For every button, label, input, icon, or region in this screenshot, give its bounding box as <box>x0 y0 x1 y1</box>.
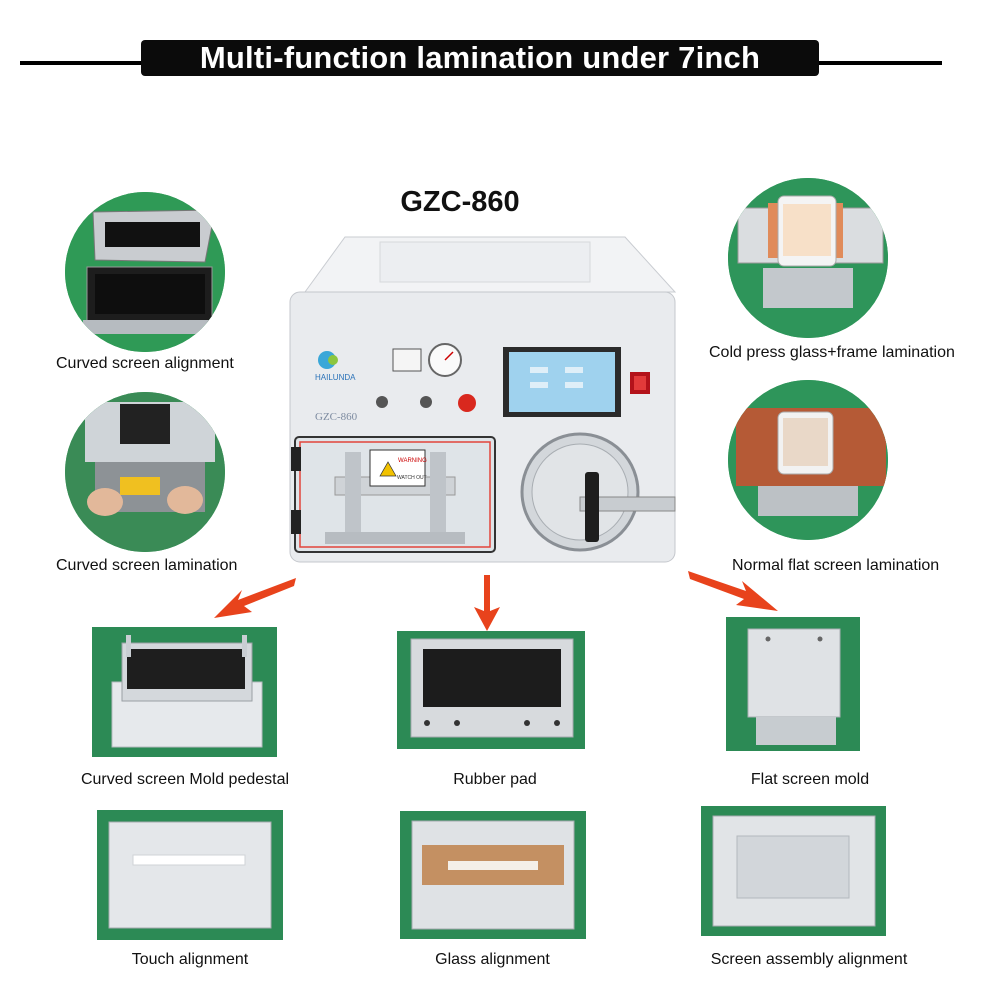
panel-model-text: GZC-860 <box>315 411 358 423</box>
caption-screen-assembly-alignment: Screen assembly alignment <box>710 951 908 968</box>
photo-flat-screen-lamination <box>728 380 888 540</box>
caption-cold-press-lamination: Cold press glass+frame lamination <box>709 344 955 361</box>
warning-label: WARNING <box>398 458 427 464</box>
photo-curved-screen-alignment <box>65 192 225 352</box>
machine-illustration: HAILUNDA GZC-860 WARNING WATCH OUT <box>289 236 677 563</box>
photo-cold-press-lamination <box>728 178 888 338</box>
touch-screen <box>509 352 615 412</box>
caption-touch-alignment: Touch alignment <box>131 951 249 968</box>
photo-curved-screen-lamination <box>65 392 225 552</box>
machine-model-label: GZC-860 <box>400 186 520 218</box>
photo-touch-alignment <box>97 810 283 940</box>
brand-logo-text: HAILUNDA <box>315 373 356 382</box>
header-rule-left <box>20 61 142 65</box>
arrow-left-icon <box>214 578 296 618</box>
watch-label: WATCH OUT <box>397 475 427 481</box>
header-rule-right <box>818 61 942 65</box>
photo-screen-assembly-alignment <box>701 806 886 936</box>
caption-curved-screen-alignment: Curved screen alignment <box>56 355 234 372</box>
caption-glass-alignment: Glass alignment <box>435 951 550 968</box>
page-title: Multi-function lamination under 7inch <box>141 40 819 76</box>
caption-curved-mold-pedestal: Curved screen Mold pedestal <box>80 771 290 788</box>
caption-flat-screen-lamination: Normal flat screen lamination <box>732 557 940 574</box>
emergency-stop-button <box>458 394 476 412</box>
photo-glass-alignment <box>400 811 586 939</box>
door-handle <box>579 496 676 512</box>
arrow-right-icon <box>688 571 778 611</box>
photo-curved-mold-pedestal <box>92 627 277 757</box>
caption-flat-screen-mold: Flat screen mold <box>750 771 870 788</box>
caption-rubber-pad: Rubber pad <box>453 771 537 788</box>
photo-flat-screen-mold <box>726 617 860 751</box>
photo-rubber-pad <box>397 631 585 749</box>
arrow-down-icon <box>474 575 500 631</box>
caption-curved-screen-lamination: Curved screen lamination <box>56 557 238 574</box>
